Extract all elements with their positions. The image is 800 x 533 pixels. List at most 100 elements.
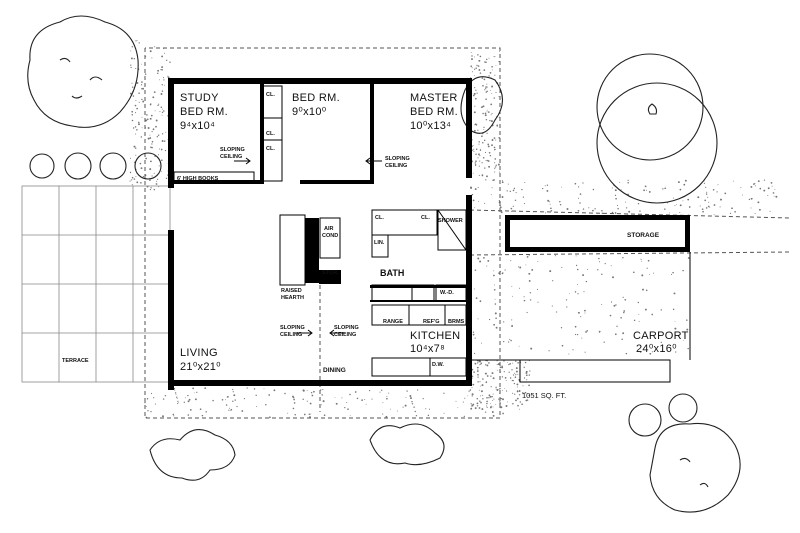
ground-speck [470,65,473,68]
ground-speck [163,140,166,142]
ground-speck [734,210,736,213]
ground-speck [620,189,622,191]
ground-speck [507,341,510,343]
ground-speck [492,414,495,417]
ground-speck [501,406,503,408]
ground-speck [641,274,644,277]
ground-speck [490,103,493,106]
ground-speck [757,180,760,183]
ground-speck [501,390,503,392]
ground-speck [679,211,681,214]
ground-speck [306,390,308,392]
ground-speck [161,84,163,86]
ground-speck [646,267,648,269]
ground-speck [771,185,773,187]
ground-speck [488,75,490,77]
ground-speck [494,56,496,58]
ground-speck [474,124,476,126]
ground-speck [670,273,673,275]
ground-speck [471,387,473,389]
ground-speck [499,402,502,405]
master-size: 10⁰x13⁴ [410,120,451,132]
sloping-dining: SLOPING [334,325,359,331]
ground-speck [236,405,238,408]
ground-speck [409,395,412,397]
ground-speck [565,299,568,301]
ground-speck [504,269,506,271]
ground-speck [413,406,415,408]
ground-speck [580,316,582,318]
ground-speck [474,105,476,107]
ground-speck [149,50,152,53]
ground-speck [491,396,493,398]
ground-speck [478,200,480,202]
ground-speck [775,195,778,198]
ground-speck [230,408,233,411]
ground-speck [549,201,551,203]
ground-speck [528,272,531,275]
ground-speck [476,92,478,94]
ground-speck [160,148,163,151]
ground-speck [229,409,231,411]
ground-speck [232,400,234,402]
ground-speck [478,174,480,176]
ground-speck [489,90,491,91]
ground-speck [544,185,546,187]
ground-speck [145,55,147,57]
ground-speck [157,69,160,72]
ground-speck [485,98,487,100]
ground-speck [163,79,165,81]
ground-speck [161,111,164,114]
ground-speck [443,412,445,414]
ground-speck [474,362,477,365]
ground-speck [136,82,139,84]
ground-speck [544,212,546,214]
ground-speck [158,165,160,167]
ground-speck [574,291,577,293]
ground-speck [138,101,140,103]
ground-speck [687,198,690,201]
ground-speck [471,149,474,151]
ground-speck [611,211,614,214]
ground-speck [386,397,388,400]
ground-speck [475,123,478,126]
ceiling-master: CEILING [385,163,407,169]
ground-speck [472,333,475,336]
ground-speck [194,398,197,401]
ground-speck [490,120,493,123]
ground-speck [131,176,134,179]
ground-speck [576,333,579,336]
ground-speck [268,394,271,396]
ground-speck [500,211,503,214]
ground-speck [310,392,313,394]
ground-speck [579,202,581,204]
ground-speck [701,208,704,211]
ground-speck [405,397,407,399]
ground-speck [509,190,511,193]
ground-speck [473,129,476,132]
ground-speck [546,184,549,186]
ground-speck [624,201,626,203]
ground-speck [479,300,482,303]
ground-speck [491,69,493,71]
ground-speck [488,57,490,59]
ground-speck [346,402,348,404]
ground-speck [643,189,645,192]
master-label-2: BED RM. [410,106,458,118]
ground-speck [141,81,143,83]
tree-circle-a [596,53,704,161]
ground-speck [511,379,513,382]
ground-speck [524,391,527,394]
ground-speck [473,68,476,70]
ground-speck [142,175,145,178]
ground-speck [140,181,142,184]
ground-speck [645,289,648,292]
ground-speck [498,398,500,400]
ground-speck [188,398,191,401]
ground-speck [492,393,494,395]
ground-speck [489,72,492,74]
ground-speck [763,189,766,192]
ground-speck [566,208,569,210]
ground-speck [615,304,617,306]
ground-speck [478,165,480,167]
